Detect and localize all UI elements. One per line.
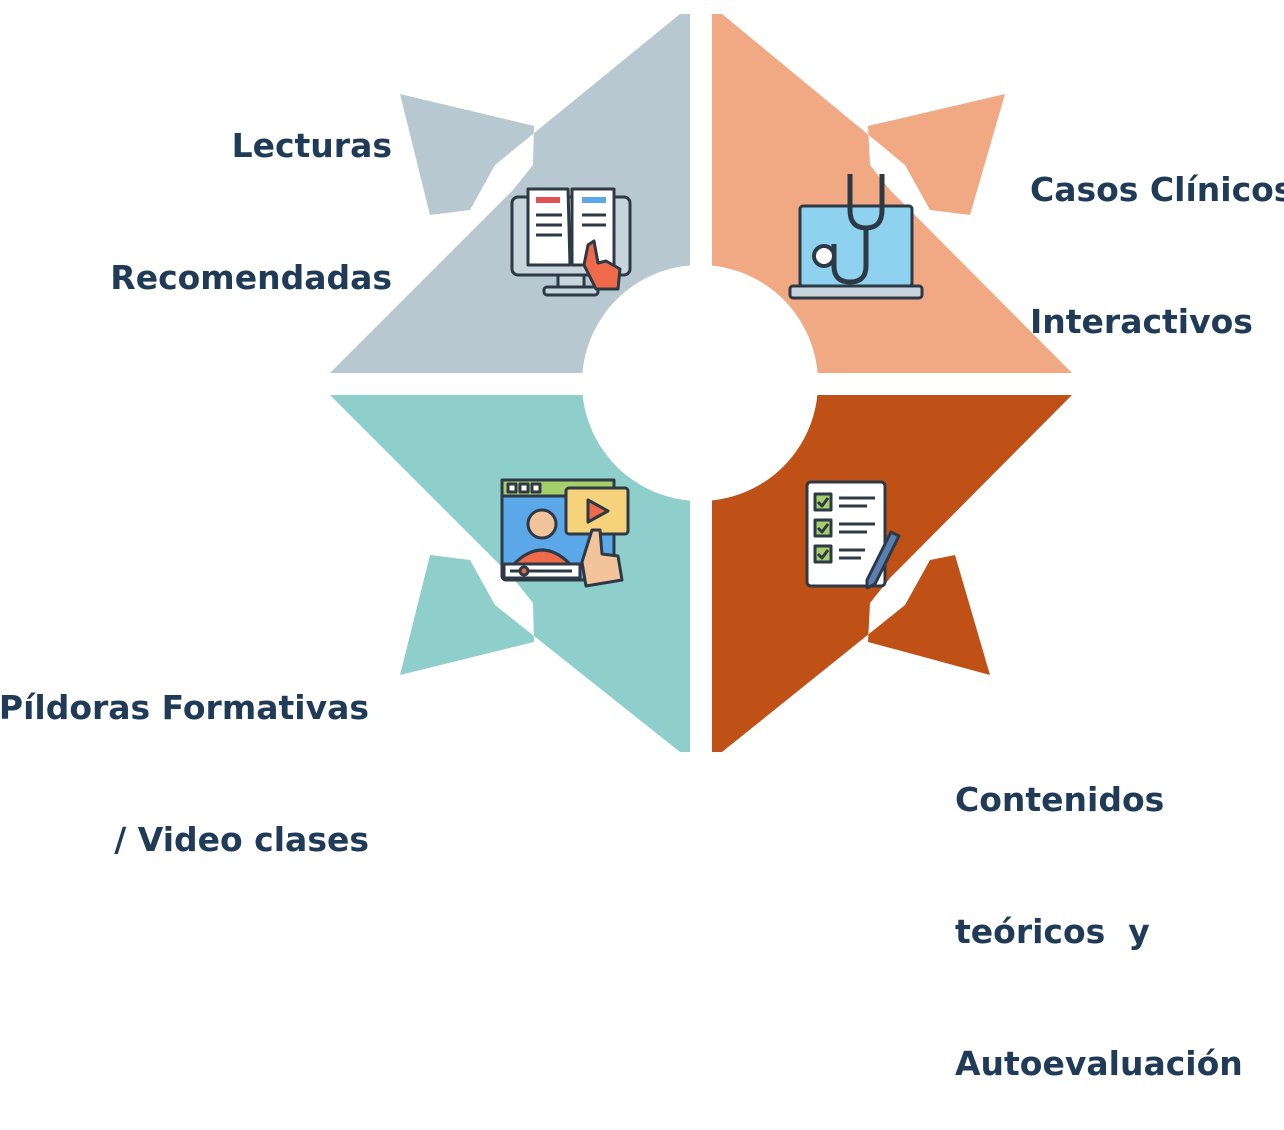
label-line: Recomendadas [110,258,392,297]
label-line: Píldoras Formativas [0,688,369,727]
label-line: / Video clases [114,820,369,859]
label-line: Autoevaluación [955,1044,1243,1083]
label-pildoras-formativas: Píldoras Formativas / Video clases [0,598,369,906]
label-lecturas-recomendadas: Lecturas Recomendadas [110,36,392,344]
laptop-stethoscope-icon [788,174,924,300]
label-line: Interactivos [1030,302,1253,341]
arrow-top-right [712,14,1072,373]
label-line: Lecturas [231,126,392,165]
label-contenidos-teoricos: Contenidos teóricos y Autoevaluación [955,690,1243,1130]
label-casos-clinicos: Casos Clínicos Interactivos [1030,80,1284,388]
arrow-bottom-right [712,395,1072,752]
label-line: Casos Clínicos [1030,170,1284,209]
checklist-icon [805,480,901,590]
video-lesson-icon [500,478,630,588]
label-line: Contenidos [955,780,1165,819]
four-arrow-diagram [330,14,1072,752]
label-line: teóricos y [955,912,1150,951]
book-on-screen-icon [510,187,632,297]
